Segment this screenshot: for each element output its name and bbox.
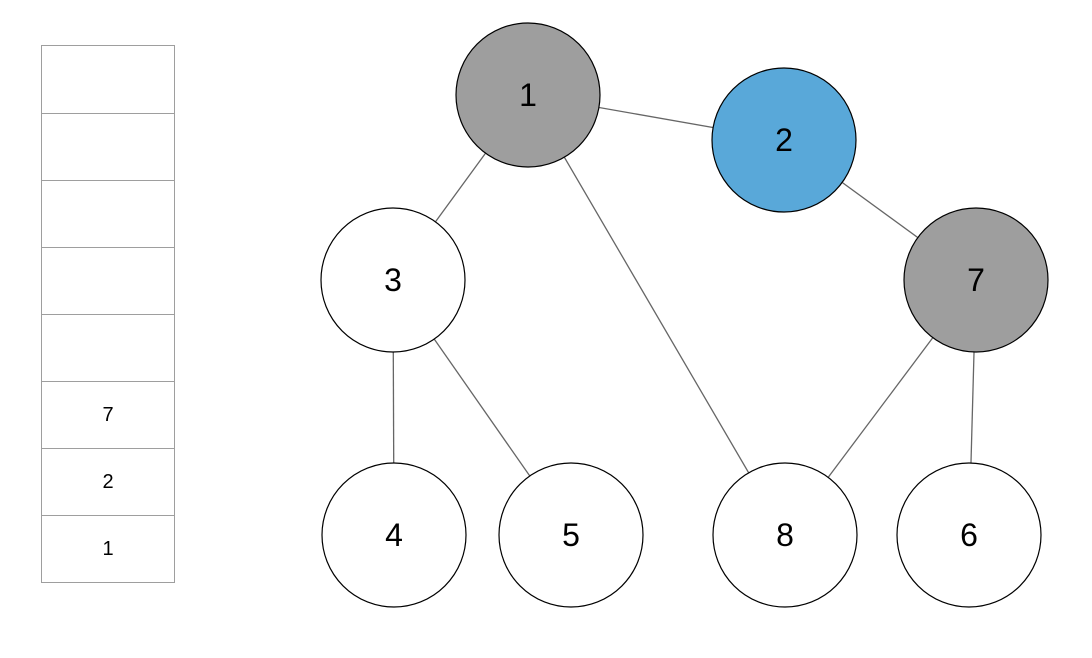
node-label: 3: [384, 262, 402, 298]
node-2: 2: [711, 67, 857, 213]
node-circle: [455, 22, 601, 168]
node-7: 7: [903, 207, 1049, 353]
node-1: 1: [455, 22, 601, 168]
node-label: 7: [967, 262, 985, 298]
graph-edges: [392, 94, 977, 536]
node-circle: [498, 462, 644, 608]
node-label: 6: [960, 517, 978, 553]
edge-1-8: [527, 94, 786, 536]
node-label: 8: [776, 517, 794, 553]
node-label: 4: [385, 517, 403, 553]
stack: 7 2 1: [41, 45, 175, 583]
stack-cell: 2: [42, 448, 174, 515]
node-circle: [712, 462, 858, 608]
node-4: 4: [321, 462, 467, 608]
stack-cell: [42, 113, 174, 180]
node-label: 2: [775, 122, 793, 158]
node-label: 1: [519, 77, 537, 113]
stack-cell: 1: [42, 515, 174, 582]
node-3: 3: [320, 207, 466, 353]
stack-cell: [42, 314, 174, 381]
node-circle: [903, 207, 1049, 353]
node-8: 8: [712, 462, 858, 608]
stack-cell: [42, 247, 174, 314]
stack-cell: [42, 180, 174, 247]
node-circle: [711, 67, 857, 213]
node-circle: [320, 207, 466, 353]
node-circle: [321, 462, 467, 608]
stack-cell: 7: [42, 381, 174, 448]
graph-nodes: 1 2 3 7 4 5 8 6: [320, 22, 1049, 608]
node-5: 5: [498, 462, 644, 608]
node-circle: [896, 462, 1042, 608]
node-6: 6: [896, 462, 1042, 608]
node-label: 5: [562, 517, 580, 553]
